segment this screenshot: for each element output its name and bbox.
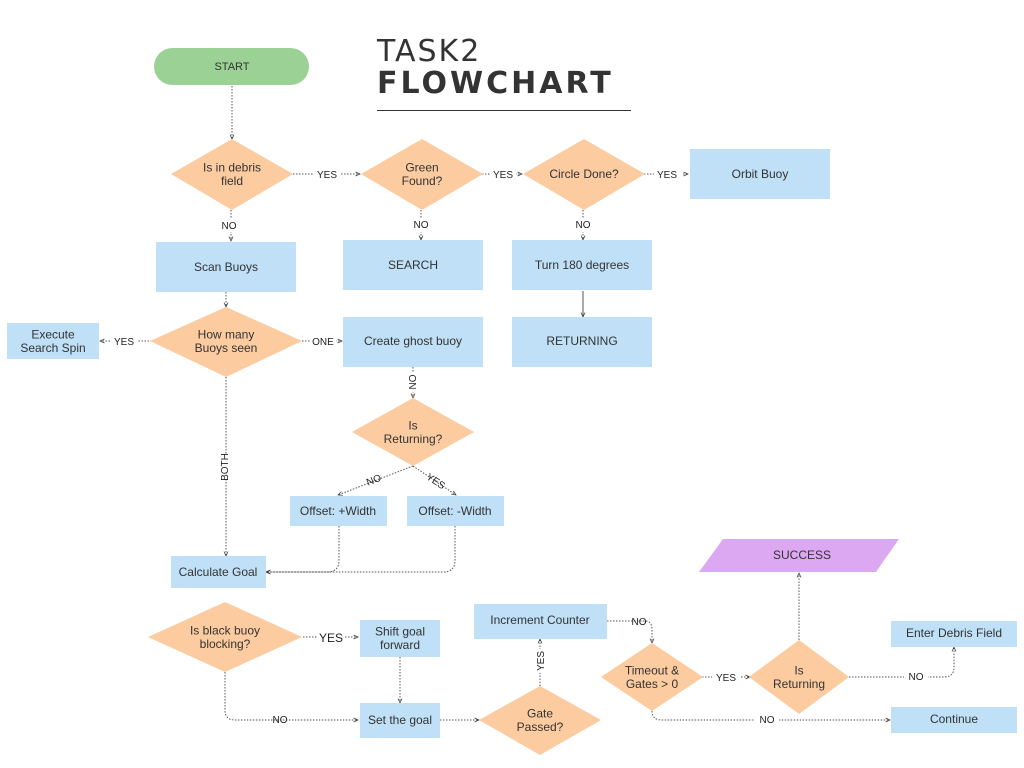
label-returning1-yes: YES [424,472,447,492]
text-start: START [214,61,249,73]
node-offset-minus [407,496,504,526]
node-offset-plus [290,496,387,526]
text-circle-done: Circle Done? [549,167,619,181]
edge-returning2-no [849,647,954,678]
label-counter-no: NO [632,617,647,628]
text-create-ghost-buoy: Create ghost buoy [364,334,462,348]
label-howmany-one: ONE [312,337,334,348]
node-create-ghost-buoy [343,317,483,367]
node-circle-done [523,139,645,210]
node-green-found [361,139,483,210]
title-task: TASK2 [377,34,482,69]
text-enter-debris-field: Enter Debris Field [906,626,1002,640]
label-returning2-no: NO [909,672,924,683]
node-scan-buoys [156,242,296,292]
label-gate-yes: YES [536,651,547,671]
label-howmany-both: BOTH [220,453,231,481]
text-turn-180: Turn 180 degrees [535,258,629,272]
node-set-the-goal [360,703,440,738]
label-ghost-no: NO [408,374,419,389]
label-timeout-yes: YES [716,673,736,684]
edge-black-no [224,672,358,720]
label-returning1-no: NO [365,473,383,489]
node-timeout-gates [601,643,703,711]
node-is-in-debris-field [171,139,293,210]
node-gate-passed [479,686,601,755]
edge-offset-plus-to-calc [266,526,340,572]
node-success [699,539,899,572]
node-orbit-buoy [690,149,830,199]
text-timeout-gates: Timeout &Gates > 0 [625,663,679,691]
node-continue [891,707,1017,733]
edge-returning1-no [338,465,414,495]
node-enter-debris-field [891,621,1017,647]
label-circle-yes: YES [657,170,677,181]
label-green-no: NO [414,220,429,231]
node-how-many-buoys [150,307,302,377]
text-offset-plus: Offset: +Width [300,504,376,518]
label-debris-yes: YES [317,170,337,181]
node-increment-counter [474,604,607,639]
text-scan-buoys: Scan Buoys [194,260,258,274]
label-green-yes: YES [493,170,513,181]
label-debris-no: NO [222,221,237,232]
title-underline [377,110,631,111]
node-black-buoy-blocking [148,602,302,672]
text-orbit-buoy: Orbit Buoy [732,167,789,181]
text-increment-counter: Increment Counter [490,613,589,627]
label-timeout-no: NO [760,715,775,726]
node-search [343,240,483,290]
edge-timeout-no [651,710,890,720]
text-returning: RETURNING [546,334,617,348]
node-is-returning-1 [352,398,474,466]
title-flowchart: FLOWCHART [377,66,614,101]
text-offset-minus: Offset: -Width [418,504,491,518]
text-calculate-goal: Calculate Goal [179,565,258,579]
label-howmany-yes: YES [114,337,134,348]
text-success: SUCCESS [773,548,831,562]
text-set-the-goal: Set the goal [368,713,432,727]
text-search: SEARCH [388,258,438,272]
node-returning [512,317,652,367]
node-start [154,48,309,85]
node-calculate-goal [171,556,266,588]
node-shift-goal-forward [360,620,440,657]
text-continue: Continue [930,712,978,726]
label-black-no: NO [273,715,288,726]
node-is-returning-2 [749,640,849,714]
label-circle-no: NO [576,220,591,231]
edge-returning1-yes [412,465,456,495]
node-execute-search-spin [7,323,99,359]
label-black-yes: YES [319,631,343,645]
edge-offset-minus-to-calc [266,526,456,572]
node-turn-180 [512,240,652,290]
